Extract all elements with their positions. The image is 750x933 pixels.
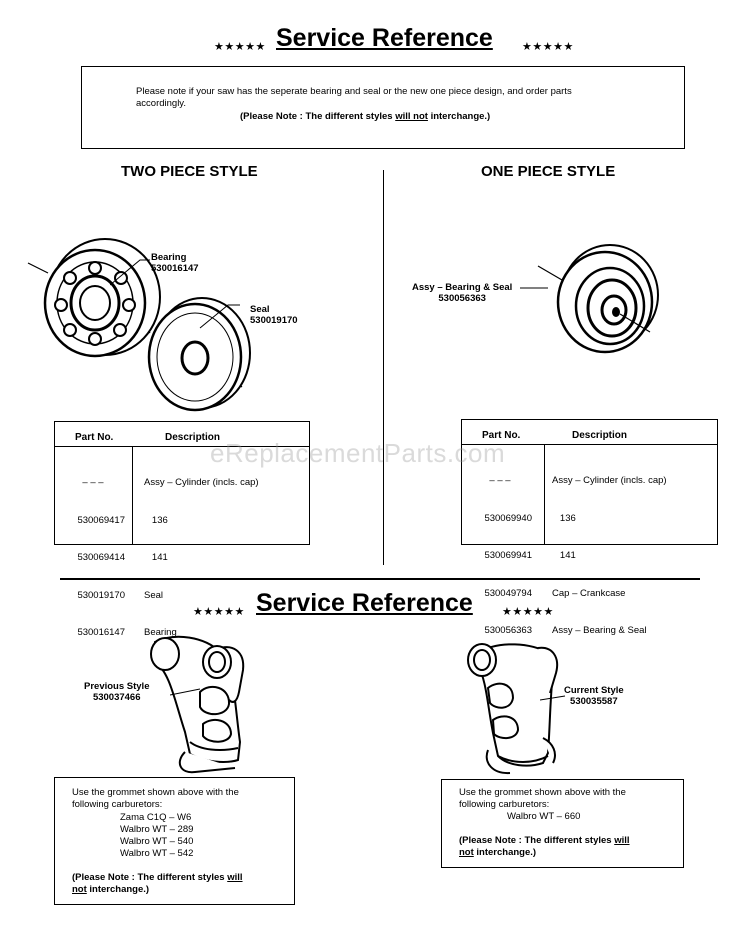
- parts-col: – – – 530069940 530069941 530049794 5300…: [468, 450, 532, 663]
- table-row: Assy – Bearing & Seal: [552, 625, 647, 636]
- section-title: Service Reference: [256, 589, 473, 617]
- list-item: Walbro WT – 542: [120, 848, 194, 859]
- table-row: Cap – Crankcase: [552, 587, 626, 599]
- bearing-seal-icon: [556, 244, 659, 354]
- watermark: eReplacementParts.com: [210, 438, 506, 468]
- carb-list: Walbro WT – 660: [507, 811, 580, 823]
- current-carb-box: Use the grommet shown above with the fol…: [441, 779, 684, 868]
- carb-note: (Please Note : The different styles will…: [459, 835, 630, 858]
- carb-line-1: Use the grommet shown above with the: [72, 787, 239, 798]
- list-item: Walbro WT – 660: [507, 811, 581, 822]
- list-item: Zama C1Q – W6: [120, 812, 192, 823]
- col-part-header: Part No.: [482, 430, 521, 441]
- note-box: Please note if your saw has the seperate…: [81, 66, 685, 149]
- note-line-2: accordingly.: [136, 98, 186, 109]
- carb-note: (Please Note : The different styles will…: [72, 872, 243, 895]
- column-divider: [383, 170, 384, 565]
- table-row: 530016147: [77, 627, 125, 638]
- carb-line-2: following carburetors:: [72, 799, 163, 810]
- one-piece-parts-table: Part No. Description – – – 530069940 530…: [461, 419, 718, 636]
- list-item: Walbro WT – 540: [120, 836, 194, 847]
- col-part-header: Part No.: [75, 432, 114, 443]
- table-row: 141: [144, 552, 168, 563]
- section-divider: [60, 578, 700, 580]
- carb-line-1: Use the grommet shown above with the: [459, 787, 626, 798]
- col-desc-header: Description: [165, 432, 221, 443]
- desc-col: Assy – Cylinder (incls. cap) 136 141 Sea…: [144, 452, 259, 665]
- table-row: Seal: [144, 589, 164, 601]
- bearing-icon: [43, 238, 161, 358]
- table-row: 530019170: [77, 589, 125, 601]
- two-piece-heading: TWO PIECE STYLE: [121, 163, 258, 180]
- table-row: 530056363: [484, 625, 532, 636]
- parts-col: – – – 530069417 530069414 530019170 5300…: [61, 452, 125, 665]
- page-title: Service Reference: [276, 24, 493, 52]
- table-row: – – –: [82, 477, 104, 488]
- note-bold: (Please Note : The different styles will…: [240, 111, 491, 122]
- stars-left-2: ★★★★★: [193, 606, 245, 618]
- list-item: Walbro WT – 289: [120, 824, 194, 835]
- table-row: 136: [552, 512, 576, 524]
- table-row: 141: [552, 550, 576, 561]
- stars-right-2: ★★★★★: [502, 606, 554, 618]
- table-row: 136: [144, 514, 168, 526]
- carb-line-2: following carburetors:: [459, 799, 550, 810]
- two-piece-illustration: [27, 238, 251, 412]
- table-row: Assy – Cylinder (incls. cap): [144, 477, 259, 488]
- seal-icon: [147, 297, 251, 412]
- previous-grommet-illustration: [150, 635, 245, 774]
- previous-carb-box: Use the grommet shown above with the fol…: [54, 777, 295, 905]
- table-row: 530069417: [77, 514, 125, 526]
- table-row: Bearing: [144, 627, 177, 638]
- table-row: 530069940: [484, 512, 532, 524]
- note-line-1: Please note if your saw has the seperate…: [136, 86, 572, 97]
- stars-right: ★★★★★: [522, 41, 574, 53]
- carb-list: Zama C1Q – W6 Walbro WT – 289 Walbro WT …: [120, 812, 193, 860]
- table-row: 530069414: [77, 552, 125, 563]
- col-desc-header: Description: [572, 430, 628, 441]
- stars-left: ★★★★★: [214, 41, 266, 53]
- current-grommet-illustration: [467, 643, 558, 775]
- table-row: Assy – Cylinder (incls. cap): [552, 475, 667, 486]
- table-row: – – –: [489, 475, 511, 486]
- table-row: 530069941: [484, 550, 532, 561]
- one-piece-illustration: [537, 244, 659, 354]
- two-piece-parts-table: Part No. Description – – – 530069417 530…: [54, 421, 310, 638]
- table-row: 530049794: [484, 587, 532, 599]
- one-piece-heading: ONE PIECE STYLE: [481, 163, 616, 180]
- desc-col: Assy – Cylinder (incls. cap) 136 141 Cap…: [552, 450, 667, 663]
